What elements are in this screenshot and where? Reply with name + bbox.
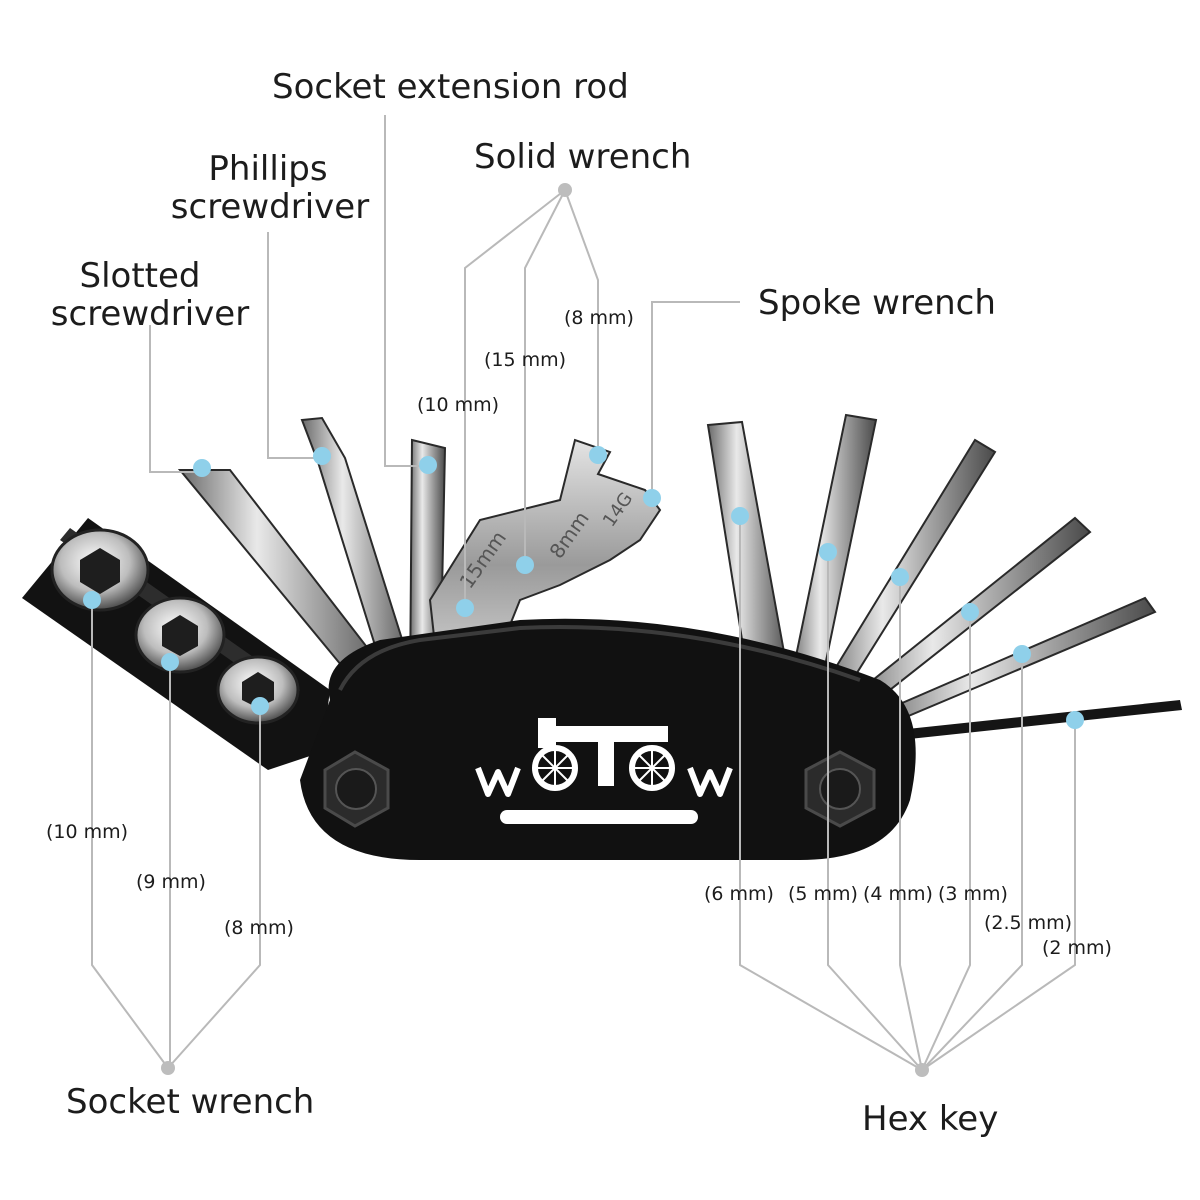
hex-key-hub — [915, 1063, 929, 1077]
size-hex-3: (3 mm) — [938, 883, 1008, 905]
socket-10mm — [50, 528, 150, 612]
marker-dots — [83, 446, 1084, 729]
marker-solid-10 — [456, 599, 474, 617]
marker-solid-8 — [589, 446, 607, 464]
label-spoke-wrench: Spoke wrench — [758, 283, 996, 323]
marker-slotted — [193, 459, 211, 477]
marker-solid-15 — [516, 556, 534, 574]
size-hex-2-5: (2.5 mm) — [984, 912, 1072, 934]
tool-body — [300, 618, 916, 860]
size-hex-2: (2 mm) — [1042, 937, 1112, 959]
marker-phillips — [313, 447, 331, 465]
size-solid-15: (15 mm) — [484, 349, 566, 371]
marker-socket-10 — [83, 591, 101, 609]
marker-extension-rod — [419, 456, 437, 474]
size-solid-8: (8 mm) — [564, 307, 634, 329]
label-solid-wrench: Solid wrench — [474, 137, 691, 177]
marker-hex-4 — [891, 568, 909, 586]
size-hex-5: (5 mm) — [788, 883, 858, 905]
marker-hex-6 — [731, 507, 749, 525]
marker-socket-9 — [161, 653, 179, 671]
label-socket-wrench: Socket wrench — [66, 1082, 314, 1122]
size-socket-9: (9 mm) — [136, 871, 206, 893]
solid-wrench-hub — [558, 183, 572, 197]
size-socket-8: (8 mm) — [224, 917, 294, 939]
hex-key-2mm — [898, 700, 1182, 740]
label-slotted-line1: Slotted — [80, 256, 201, 296]
socket-9mm — [134, 596, 226, 674]
marker-socket-8 — [251, 697, 269, 715]
size-hex-4: (4 mm) — [863, 883, 933, 905]
size-solid-10: (10 mm) — [417, 394, 499, 416]
label-socket-extension-rod: Socket extension rod — [272, 67, 629, 107]
brand-logo — [475, 718, 733, 824]
socket-wrench-hub — [161, 1061, 175, 1075]
marker-hex-3 — [961, 603, 979, 621]
marker-spoke — [643, 489, 661, 507]
leader-lines — [91, 115, 1076, 1071]
label-phillips-line2: screwdriver — [171, 187, 369, 227]
marker-hex-5 — [819, 543, 837, 561]
label-hex-key: Hex key — [862, 1099, 998, 1139]
marker-hex-2-5 — [1013, 645, 1031, 663]
label-slotted-line2: screwdriver — [51, 294, 249, 334]
size-socket-10: (10 mm) — [46, 821, 128, 843]
size-hex-6: (6 mm) — [704, 883, 774, 905]
socket-8mm — [216, 655, 300, 725]
callout-labels: Socket extension rod Solid wrench Philli… — [46, 67, 1112, 1139]
label-phillips-line1: Phillips — [208, 149, 327, 189]
marker-hex-2 — [1066, 711, 1084, 729]
